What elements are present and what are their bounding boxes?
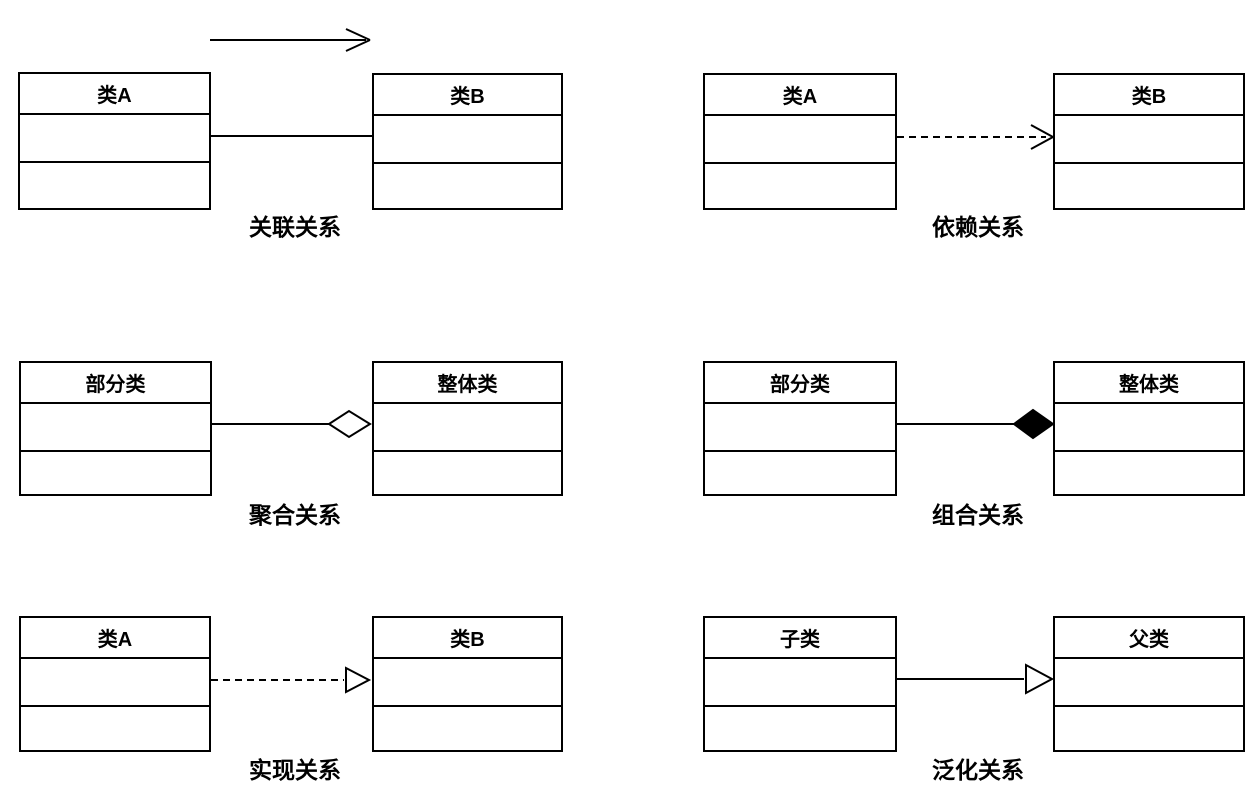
aggregation-connector — [211, 409, 372, 439]
class-methods-compartment — [705, 452, 895, 494]
class-title: 类A — [20, 74, 209, 115]
class-methods-compartment — [705, 707, 895, 750]
association-left-class-box: 类A — [18, 72, 211, 210]
class-attributes-compartment — [1055, 404, 1243, 452]
class-title: 整体类 — [1055, 363, 1243, 404]
dependency-label: 依赖关系 — [932, 214, 1024, 240]
class-title: 类B — [374, 75, 561, 116]
aggregation-right-class-box: 整体类 — [372, 361, 563, 496]
realization-hollow-triangle-icon — [345, 666, 372, 694]
class-title: 类A — [705, 75, 895, 116]
class-title: 子类 — [705, 618, 895, 659]
aggregation-hollow-diamond-icon — [327, 409, 372, 439]
class-title: 类B — [374, 618, 561, 659]
class-methods-compartment — [21, 707, 209, 750]
class-methods-compartment — [20, 163, 209, 208]
class-attributes-compartment — [20, 115, 209, 163]
aggregation-label: 聚合关系 — [249, 502, 341, 528]
class-attributes-compartment — [705, 404, 895, 452]
class-methods-compartment — [21, 452, 210, 494]
composition-connector — [897, 408, 1055, 440]
class-title: 类A — [21, 618, 209, 659]
class-attributes-compartment — [374, 116, 561, 164]
class-attributes-compartment — [21, 659, 209, 707]
class-title: 整体类 — [374, 363, 561, 404]
generalization-left-class-box: 子类 — [703, 616, 897, 752]
class-attributes-compartment — [374, 404, 561, 452]
generalization-label: 泛化关系 — [932, 757, 1024, 783]
class-title: 父类 — [1055, 618, 1243, 659]
realization-connector — [211, 666, 372, 694]
composition-right-class-box: 整体类 — [1053, 361, 1245, 496]
realization-left-class-box: 类A — [19, 616, 211, 752]
realization-right-class-box: 类B — [372, 616, 563, 752]
class-title: 部分类 — [705, 363, 895, 404]
class-title: 部分类 — [21, 363, 210, 404]
class-methods-compartment — [1055, 164, 1243, 208]
class-attributes-compartment — [705, 659, 895, 707]
class-methods-compartment — [1055, 452, 1243, 494]
generalization-right-class-box: 父类 — [1053, 616, 1245, 752]
association-right-class-box: 类B — [372, 73, 563, 210]
class-attributes-compartment — [705, 116, 895, 164]
class-methods-compartment — [374, 707, 561, 750]
composition-filled-diamond-icon — [1012, 408, 1055, 440]
generalization-connector — [897, 663, 1055, 695]
class-methods-compartment — [1055, 707, 1243, 750]
association-arrow-icon — [210, 28, 371, 52]
composition-left-class-box: 部分类 — [703, 361, 897, 496]
class-title: 类B — [1055, 75, 1243, 116]
dependency-open-arrowhead-icon — [1030, 124, 1054, 138]
dependency-connector — [897, 124, 1054, 150]
dependency-right-class-box: 类B — [1053, 73, 1245, 210]
dependency-left-class-box: 类A — [703, 73, 897, 210]
class-attributes-compartment — [374, 659, 561, 707]
class-methods-compartment — [705, 164, 895, 208]
generalization-hollow-triangle-icon — [1025, 663, 1055, 695]
association-label: 关联关系 — [249, 214, 341, 240]
class-attributes-compartment — [21, 404, 210, 452]
class-attributes-compartment — [1055, 659, 1243, 707]
class-attributes-compartment — [1055, 116, 1243, 164]
aggregation-left-class-box: 部分类 — [19, 361, 212, 496]
class-methods-compartment — [374, 164, 561, 208]
class-methods-compartment — [374, 452, 561, 494]
realization-label: 实现关系 — [249, 757, 341, 783]
composition-label: 组合关系 — [932, 502, 1024, 528]
